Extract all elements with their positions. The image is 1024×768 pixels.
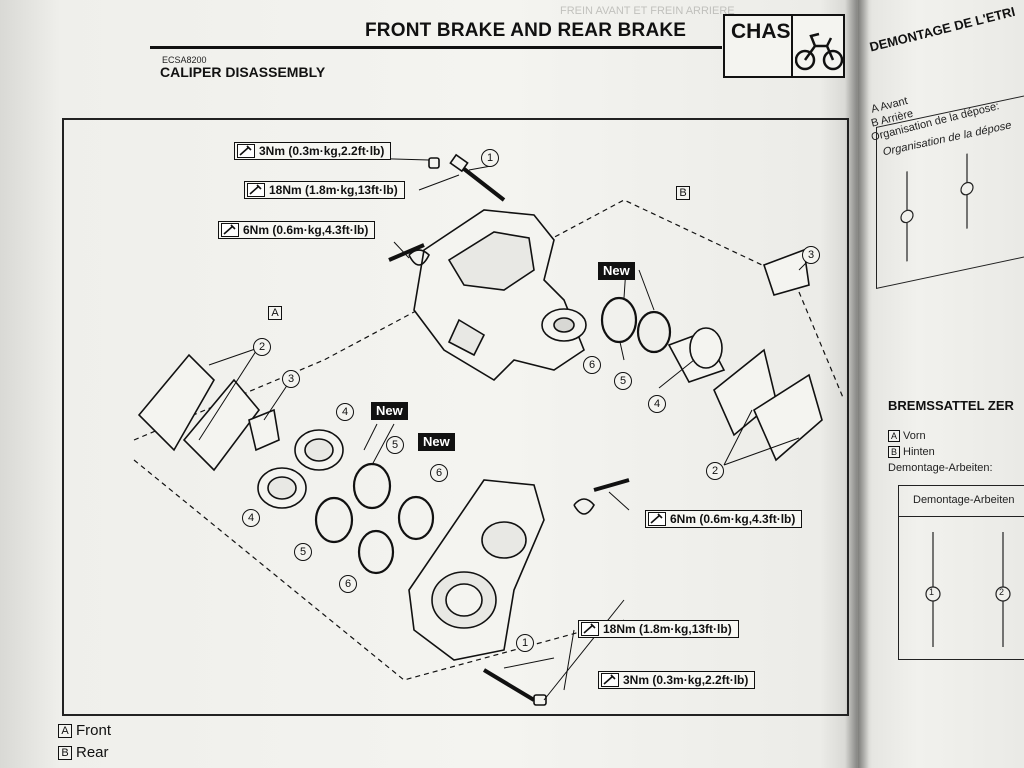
legend-key: B (58, 745, 72, 760)
new-part-badge: New (598, 262, 635, 280)
callout-4: 4 (336, 403, 354, 421)
section-code: CHAS (731, 20, 791, 43)
new-part-badge: New (418, 433, 455, 451)
torque-spec-pin-rear: 18Nm (1.8m·kg,13ft·lb) (244, 181, 405, 199)
wrench-icon (237, 144, 255, 158)
bleed-through-text: FREIN AVANT ET FREIN ARRIERE (560, 5, 735, 17)
callout-4: 4 (648, 395, 666, 413)
torque-spec-bleed-screw-front: 6Nm (0.6m·kg,4.3ft·lb) (645, 510, 803, 528)
torque-value: 3Nm (0.3m·kg,2.2ft·lb) (623, 673, 749, 687)
manual-page-left: FREIN AVANT ET FREIN ARRIERE FRONT BRAKE… (0, 0, 860, 768)
callout-3: 3 (282, 370, 300, 388)
wrench-icon (648, 512, 666, 526)
callout-5: 5 (614, 372, 632, 390)
right-page-section2-title: BREMSSATTEL ZER (888, 398, 1014, 413)
right-page-title: DEMONTAGE DE L'ETRI (868, 3, 1017, 55)
torque-value: 6Nm (0.6m·kg,4.3ft·lb) (243, 223, 369, 237)
legend-key: B (888, 446, 900, 458)
callout-6: 6 (339, 575, 357, 593)
callout-5: 5 (386, 436, 404, 454)
wrench-icon (247, 183, 265, 197)
new-part-badge: New (371, 402, 408, 420)
torque-value: 6Nm (0.6m·kg,4.3ft·lb) (670, 512, 796, 526)
legend-rear: B Rear (58, 744, 109, 761)
wrench-icon (601, 673, 619, 687)
book-gutter-shadow (845, 0, 869, 768)
chart-header-rule (899, 516, 1024, 517)
callout-2: 2 (706, 462, 724, 480)
legend-front: A Front (58, 722, 111, 739)
section-code-label: ECSA8200 (162, 55, 207, 65)
torque-spec-bleed-cap-front: 3Nm (0.3m·kg,2.2ft·lb) (598, 671, 756, 689)
torque-value: 18Nm (1.8m·kg,13ft·lb) (603, 622, 732, 636)
torque-spec-pin-front: 18Nm (1.8m·kg,13ft·lb) (578, 620, 739, 638)
chart-step-2: 2 (999, 587, 1005, 597)
legend-key: A (58, 723, 72, 738)
section-badge: CHAS (723, 14, 845, 78)
motorcycle-icon (795, 32, 843, 71)
wrench-icon (581, 622, 599, 636)
group-label-b: B (676, 186, 690, 200)
disassembly-chart-box: Demontage-Arbeiten 1 2 (898, 485, 1024, 660)
torque-spec-bleed-screw-rear: 6Nm (0.6m·kg,4.3ft·lb) (218, 221, 376, 239)
badge-divider (791, 16, 793, 76)
callout-1: 1 (481, 149, 499, 167)
right-page-subtitle: Demontage-Arbeiten: (888, 462, 993, 474)
page-title: FRONT BRAKE AND REAR BRAKE (365, 20, 687, 41)
legend-key: A (888, 430, 900, 442)
disassembly-chart-header: Demontage-Arbeiten (913, 494, 1015, 506)
disassembly-chart-arrows (925, 532, 1011, 647)
callout-4: 4 (242, 509, 260, 527)
legend-label: Vorn (903, 430, 926, 442)
legend-label: Hinten (903, 446, 935, 458)
exploded-diagram-frame (62, 118, 849, 716)
callout-6: 6 (430, 464, 448, 482)
section-title: CALIPER DISASSEMBLY (160, 64, 326, 80)
manual-page-right: DEMONTAGE DE L'ETRI A Avant B Arrière Or… (858, 0, 1024, 768)
callout-6: 6 (583, 356, 601, 374)
torque-spec-bleed-cap-rear: 3Nm (0.3m·kg,2.2ft·lb) (234, 142, 392, 160)
removal-chart-box: Organisation de la dépose (876, 92, 1024, 290)
legend-label: Front (76, 722, 112, 739)
right-page-key-front: A Vorn (888, 430, 926, 442)
removal-chart-arrows (900, 153, 974, 262)
chart-step-1: 1 (929, 587, 935, 597)
right-page-key-rear: B Hinten (888, 446, 935, 458)
torque-value: 18Nm (1.8m·kg,13ft·lb) (269, 183, 398, 197)
wrench-icon (221, 223, 239, 237)
callout-2: 2 (253, 338, 271, 356)
callout-3: 3 (802, 246, 820, 264)
header-rule (150, 46, 722, 49)
group-label-a: A (268, 306, 282, 320)
torque-value: 3Nm (0.3m·kg,2.2ft·lb) (259, 144, 385, 158)
callout-5: 5 (294, 543, 312, 561)
callout-1: 1 (516, 634, 534, 652)
legend-label: Rear (76, 744, 109, 761)
caliper-exploded-drawing (133, 153, 845, 706)
